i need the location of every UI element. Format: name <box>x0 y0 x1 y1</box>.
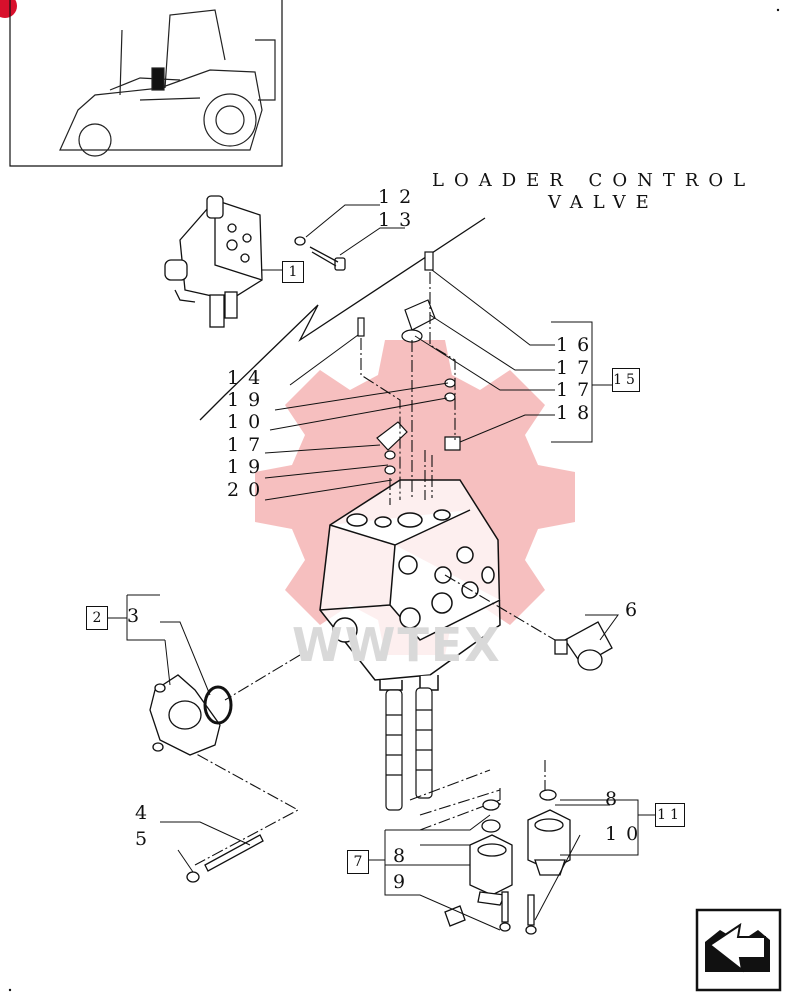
part-label-14: 14 <box>227 367 270 389</box>
diagram-title-line2: VALVE <box>548 192 659 213</box>
top-fittings <box>357 251 461 475</box>
part-label-10b: 10 <box>605 823 648 845</box>
part-label-17a: 17 <box>556 357 599 379</box>
next-page-arrow-icon[interactable] <box>695 908 782 992</box>
part-label-19b: 19 <box>227 456 270 478</box>
separator-line <box>199 217 486 421</box>
part-label-8a: 8 <box>605 788 627 810</box>
part-label-8b: 8 <box>393 845 415 867</box>
tie-rod-4 <box>186 834 264 883</box>
part-box-15: 15 <box>612 368 640 392</box>
part-label-9: 9 <box>393 871 415 893</box>
part-label-13: 13 <box>378 209 421 231</box>
watermark-text: WWTEX <box>292 618 502 672</box>
red-circle-icon <box>0 0 17 18</box>
main-valve-body <box>319 479 501 691</box>
part-label-18: 18 <box>556 402 599 424</box>
tractor-inset <box>9 0 283 167</box>
part-label-19a: 19 <box>227 389 270 411</box>
part-label-16: 16 <box>556 334 599 356</box>
part-label-6: 6 <box>625 599 647 621</box>
part-label-17b: 17 <box>556 379 599 401</box>
part-box-1: 1 <box>282 261 304 283</box>
part-label-5: 5 <box>135 828 157 850</box>
lower-caps <box>444 789 571 935</box>
part-box-7: 7 <box>347 850 369 874</box>
end-cap-3 <box>149 674 233 756</box>
valve-assembly-small <box>164 195 263 328</box>
part-label-12: 12 <box>378 186 421 208</box>
part-label-10a: 10 <box>227 411 270 433</box>
bolt-12 <box>294 236 346 271</box>
solenoid-6 <box>554 621 613 671</box>
label-leaders <box>107 204 655 931</box>
spools <box>385 687 433 811</box>
part-label-20: 20 <box>227 479 270 501</box>
part-label-4: 4 <box>135 802 157 824</box>
dash-leaders <box>179 272 556 866</box>
diagram-title-line1: LOADER CONTROL <box>432 170 756 191</box>
part-box-2: 2 <box>86 606 108 630</box>
part-label-3: 3 <box>127 605 149 627</box>
part-label-17c: 17 <box>227 434 270 456</box>
part-box-11: 11 <box>655 803 685 827</box>
